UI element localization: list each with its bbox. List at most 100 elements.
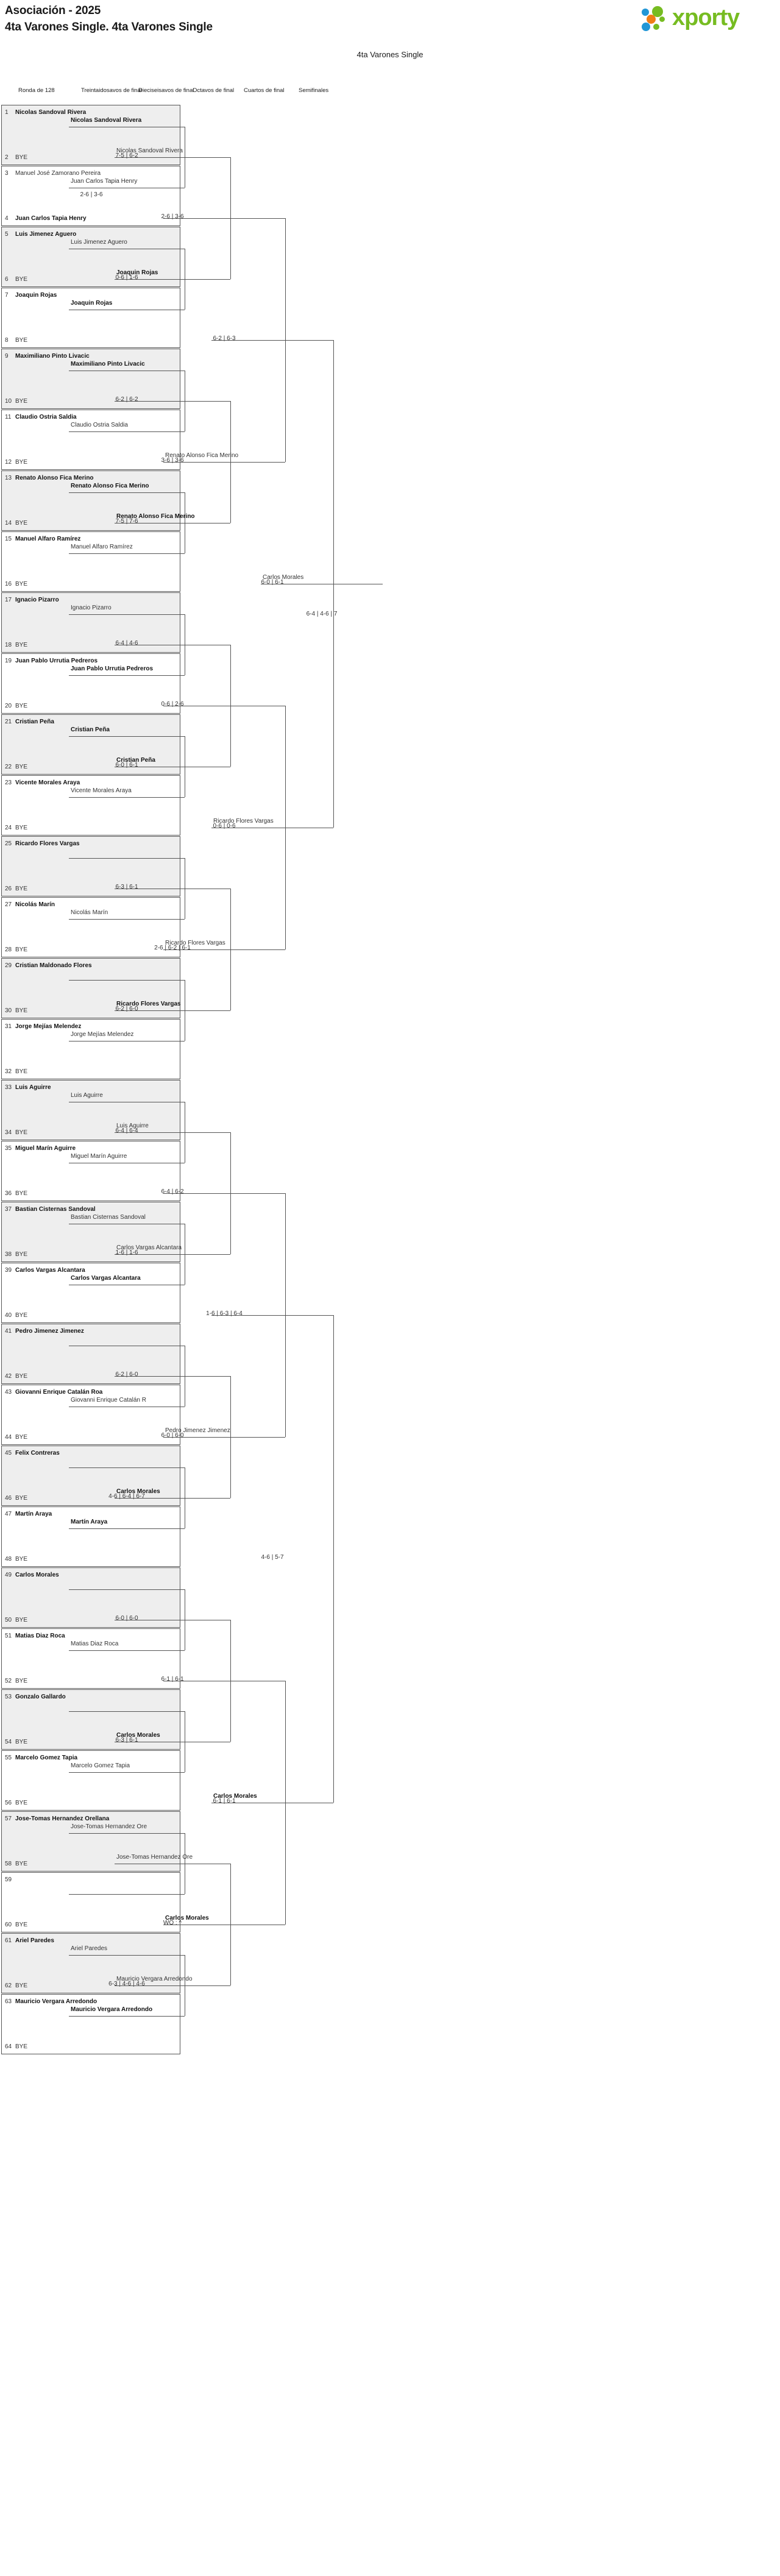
- bracket-player[interactable]: Carlos Morales: [116, 1732, 160, 1739]
- bracket-player[interactable]: Carlos Morales: [263, 574, 304, 581]
- bracket-player[interactable]: Marcelo Gomez Tapia: [71, 1762, 130, 1769]
- bracket-player[interactable]: Nicolas Sandoval Rivera: [116, 147, 183, 154]
- bracket-player[interactable]: Carlos Vargas Alcantara: [116, 1244, 182, 1251]
- bracket-player[interactable]: Juan Pablo Urrutia Pedreros: [71, 665, 154, 672]
- bracket-player[interactable]: Luis Aguirre: [71, 1092, 103, 1099]
- bracket-player[interactable]: Pedro Jimenez Jimenez: [165, 1427, 230, 1434]
- bracket-player[interactable]: Joaquin Rojas: [71, 300, 113, 307]
- bracket-player[interactable]: Ricardo Flores Vargas: [165, 940, 225, 946]
- bracket-player[interactable]: Maximiliano Pinto Livacic: [71, 361, 145, 367]
- bracket-player[interactable]: Cristian Peña: [116, 757, 155, 764]
- bracket-player[interactable]: Renato Alonso Fica Merino: [71, 483, 149, 489]
- bracket-player[interactable]: Renato Alonso Fica Merino: [116, 513, 195, 520]
- bracket-player[interactable]: Carlos Morales: [116, 1488, 160, 1495]
- bracket-player[interactable]: Luis Aguirre: [116, 1123, 149, 1129]
- bracket-player[interactable]: Ariel Paredes: [71, 1945, 108, 1952]
- bracket-player[interactable]: Ricardo Flores Vargas: [116, 1001, 181, 1007]
- bracket-player[interactable]: Luis Jimenez Aguero: [71, 239, 127, 246]
- bracket-player[interactable]: Jorge Mejías Melendez: [71, 1031, 134, 1038]
- bracket-player[interactable]: Ricardo Flores Vargas: [213, 818, 274, 825]
- bracket-player[interactable]: Carlos Morales: [165, 1915, 209, 1921]
- bracket-player[interactable]: Martín Araya: [71, 1519, 108, 1525]
- bracket-player[interactable]: Cristian Peña: [71, 726, 110, 733]
- bracket-player[interactable]: Giovanni Enrique Catalán R: [71, 1397, 146, 1403]
- bracket-player[interactable]: Bastian Cisternas Sandoval: [71, 1214, 146, 1221]
- bracket-player[interactable]: Jose-Tomas Hernandez Ore: [71, 1823, 147, 1830]
- bracket-player[interactable]: Matias Diaz Roca: [71, 1641, 119, 1647]
- bracket-player[interactable]: Renato Alonso Fica Merino: [165, 452, 239, 459]
- bracket-player[interactable]: Mauricio Vergara Arredondo: [116, 1976, 193, 1982]
- bracket-player[interactable]: Jose-Tomas Hernandez Ore: [116, 1854, 193, 1861]
- bracket-player[interactable]: Mauricio Vergara Arredondo: [71, 2006, 153, 2013]
